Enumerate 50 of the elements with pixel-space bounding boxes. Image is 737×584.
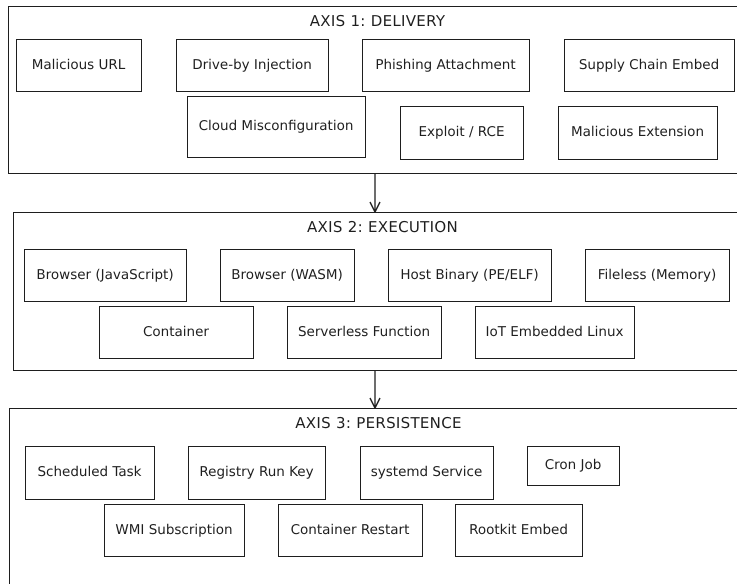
box-label: Container Restart <box>290 520 410 540</box>
axis-panel <box>8 6 737 174</box>
panel-title: AXIS 3: PERSISTENCE <box>295 414 462 432</box>
category-box <box>388 248 552 302</box>
category-box <box>474 306 634 358</box>
panel-title: AXIS 1: DELIVERY <box>310 12 446 30</box>
box-label: Malicious URL <box>32 56 126 74</box>
box-label: Supply Chain Embed <box>578 56 720 74</box>
box-label: WMI Subscription <box>115 520 233 540</box>
box-label: Host Binary (PE/ELF) <box>400 266 539 284</box>
box-label: Browser (JavaScript) <box>36 266 174 284</box>
category-box <box>564 38 734 92</box>
category-box <box>24 446 154 500</box>
category-box <box>188 446 326 500</box>
category-box <box>360 446 494 500</box>
box-label: systemd Service <box>370 463 482 482</box>
box-label: Cron Job <box>544 456 602 475</box>
category-box <box>186 96 366 158</box>
category-box <box>584 248 730 302</box>
box-label: Scheduled Task <box>37 463 142 482</box>
arrow <box>369 371 381 409</box>
category-box <box>16 38 142 92</box>
category-box <box>220 248 354 302</box>
box-label: Malicious Extension <box>570 123 704 142</box>
box-label: Fileless (Memory) <box>598 266 716 284</box>
category-box <box>362 38 530 92</box>
box-label: Registry Run Key <box>199 463 314 482</box>
box-label: Phishing Attachment <box>375 56 516 74</box>
category-box <box>558 106 718 160</box>
axis-panel <box>9 408 737 584</box>
box-label: Browser (WASM) <box>231 266 343 284</box>
box-label: IoT Embedded Linux <box>485 322 624 342</box>
category-box <box>286 306 442 358</box>
category-box <box>104 504 244 556</box>
panel-title: AXIS 2: EXECUTION <box>306 218 458 236</box>
box-label: Container <box>143 322 209 342</box>
box-label: Drive-by Injection <box>192 56 312 74</box>
box-label: Serverless Function <box>298 322 430 342</box>
category-box <box>400 106 524 160</box>
category-box <box>24 248 186 302</box>
arrow <box>369 174 381 213</box>
category-box <box>278 504 422 556</box>
box-label: Exploit / RCE <box>418 123 504 142</box>
category-box <box>526 446 620 486</box>
box-label: Rootkit Embed <box>469 520 568 540</box>
box-label: Cloud Misconfiguration <box>198 117 354 136</box>
category-box <box>176 38 328 92</box>
category-box <box>454 504 582 556</box>
category-box <box>98 306 254 358</box>
axis-panel <box>13 212 737 371</box>
